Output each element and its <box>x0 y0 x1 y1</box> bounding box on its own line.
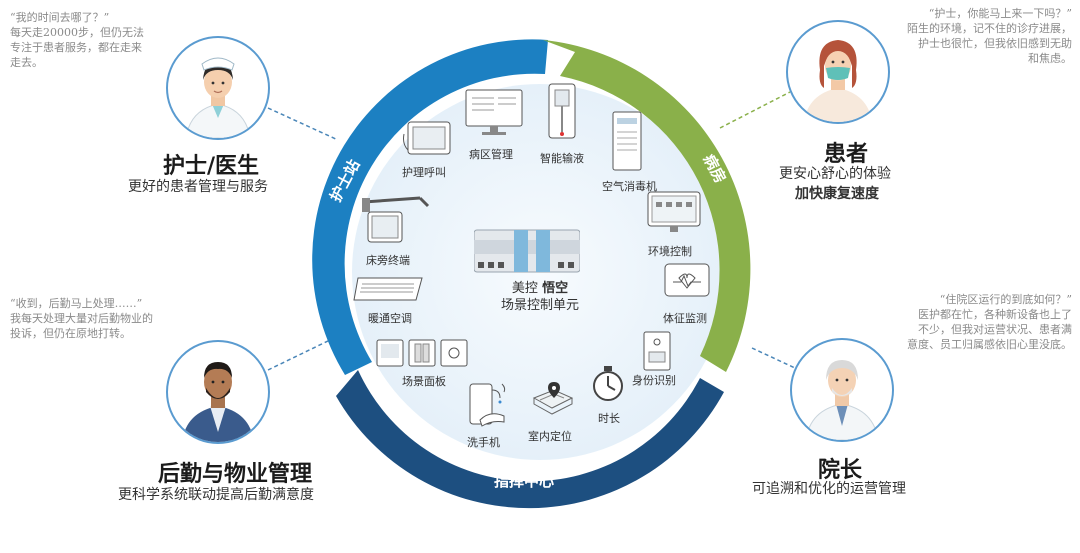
patient-avatar <box>786 20 890 124</box>
controller-brand: 美控 悟空 <box>460 277 620 296</box>
controller-subtitle: 场景控制单元 <box>500 298 579 313</box>
stopwatch-icon <box>590 364 626 408</box>
device-label-hand-wash: 洗手机 <box>467 436 500 449</box>
scene-switch-panel-icon <box>375 338 471 374</box>
device-label-hvac: 暖通空调 <box>368 312 412 325</box>
air-conditioner-icon <box>352 270 426 310</box>
quote-line: 意度、员工归属感依旧心里没底。 <box>907 338 1072 351</box>
brand-product: 悟空 <box>542 281 569 296</box>
quote-line: “收到，后勤马上处理……” <box>10 297 143 310</box>
quote-line: “护士，你能马上来一下吗？” <box>928 7 1072 20</box>
director-desc: 可追溯和优化的运营管理 <box>752 481 906 497</box>
patient-desc-2: 加快康复速度 <box>795 186 879 202</box>
logistics-desc: 更科学系统联动提高后勤满意度 <box>118 487 314 503</box>
vital-sign-monitor-icon <box>663 262 711 304</box>
nurse-call-panel-icon <box>402 120 452 166</box>
ring-arc-command-center <box>336 370 724 509</box>
device-label-ward-mgmt: 病区管理 <box>469 148 513 161</box>
device-label-infusion: 智能输液 <box>540 152 584 165</box>
device-label-nurse-call: 护理呼叫 <box>402 166 446 179</box>
hand-wash-icon <box>464 380 510 434</box>
logistics-quote: “收到，后勤马上处理……” 我每天处理大量对后勤物业的 投诉，但仍在原地打转。 <box>10 296 190 341</box>
environment-screen-icon <box>646 190 702 238</box>
quote-line: 陌生的环境，记不住的诊疗进展， <box>907 22 1072 35</box>
device-label-vital-sign: 体征监测 <box>663 312 707 325</box>
patient-figure-icon <box>804 40 872 122</box>
connector-patient <box>719 91 791 129</box>
quote-line: 医护都在忙，各种新设备也上了 <box>918 308 1072 321</box>
patient-title: 患者 <box>824 142 869 167</box>
director-quote: “住院区运行的到底如何？” 医护都在忙，各种新设备也上了 不少，但我对运营状况、… <box>876 292 1072 352</box>
quote-line: 每天走20000步，但仍无法 <box>10 26 144 39</box>
device-label-bedside: 床旁终端 <box>366 254 410 267</box>
indoor-map-icon <box>530 378 576 426</box>
director-figure-icon <box>805 360 879 440</box>
device-label-env-control: 环境控制 <box>648 245 692 258</box>
nurse-avatar <box>166 36 270 140</box>
air-disinfector-icon <box>610 110 644 178</box>
device-label-air-disinfect: 空气消毒机 <box>602 180 657 193</box>
quote-line: 投诉，但仍在原地打转。 <box>10 327 131 340</box>
brand-name: 美控 <box>511 281 538 296</box>
logistics-avatar <box>166 340 270 444</box>
arc-label-command-center: 指挥中心 <box>494 472 555 490</box>
bedside-terminal-icon <box>360 192 432 252</box>
logistics-title: 后勤与物业管理 <box>158 462 313 487</box>
director-title: 院长 <box>818 458 863 483</box>
connector-logistics <box>267 339 331 371</box>
ring-arc-ward <box>543 40 751 372</box>
controller-unit-icon <box>473 226 581 280</box>
device-label-identity: 身份识别 <box>632 374 676 387</box>
connector-director <box>751 347 796 369</box>
connector-nurse <box>267 107 339 141</box>
patient-quote: “护士，你能马上来一下吗？” 陌生的环境，记不住的诊疗进展， 护士也很忙，但我依… <box>876 6 1072 66</box>
device-label-scene-panel: 场景面板 <box>402 375 446 388</box>
device-label-duration: 时长 <box>598 412 620 425</box>
quote-line: “我的时间去哪了？” <box>10 11 110 24</box>
nurse-quote: “我的时间去哪了？” 每天走20000步，但仍无法 专注于患者服务，都在走来 走… <box>10 10 170 70</box>
quote-line: 护士也很忙，但我依旧感到无助 <box>918 37 1072 50</box>
quote-line: 走去。 <box>10 56 43 69</box>
nurse-desc: 更好的患者管理与服务 <box>128 179 268 195</box>
id-reader-icon <box>642 330 672 376</box>
quote-line: 专注于患者服务，都在走来 <box>10 41 142 54</box>
manager-figure-icon <box>182 362 254 442</box>
quote-line: 和焦虑。 <box>1028 52 1072 65</box>
patient-desc: 更安心舒心的体验 <box>779 166 891 182</box>
ward-monitor-icon <box>464 88 524 142</box>
nurse-figure-icon <box>185 57 251 138</box>
nurse-title: 护士/医生 <box>163 154 260 179</box>
ring-arc-nurse-station <box>312 39 548 376</box>
quote-line: “住院区运行的到底如何？” <box>939 293 1072 306</box>
quote-line: 不少，但我对运营状况、患者满 <box>918 323 1072 336</box>
infusion-pump-icon <box>545 82 579 148</box>
quote-line: 我每天处理大量对后勤物业的 <box>10 312 153 325</box>
device-label-indoor-pos: 室内定位 <box>528 430 572 443</box>
director-avatar <box>790 338 894 442</box>
